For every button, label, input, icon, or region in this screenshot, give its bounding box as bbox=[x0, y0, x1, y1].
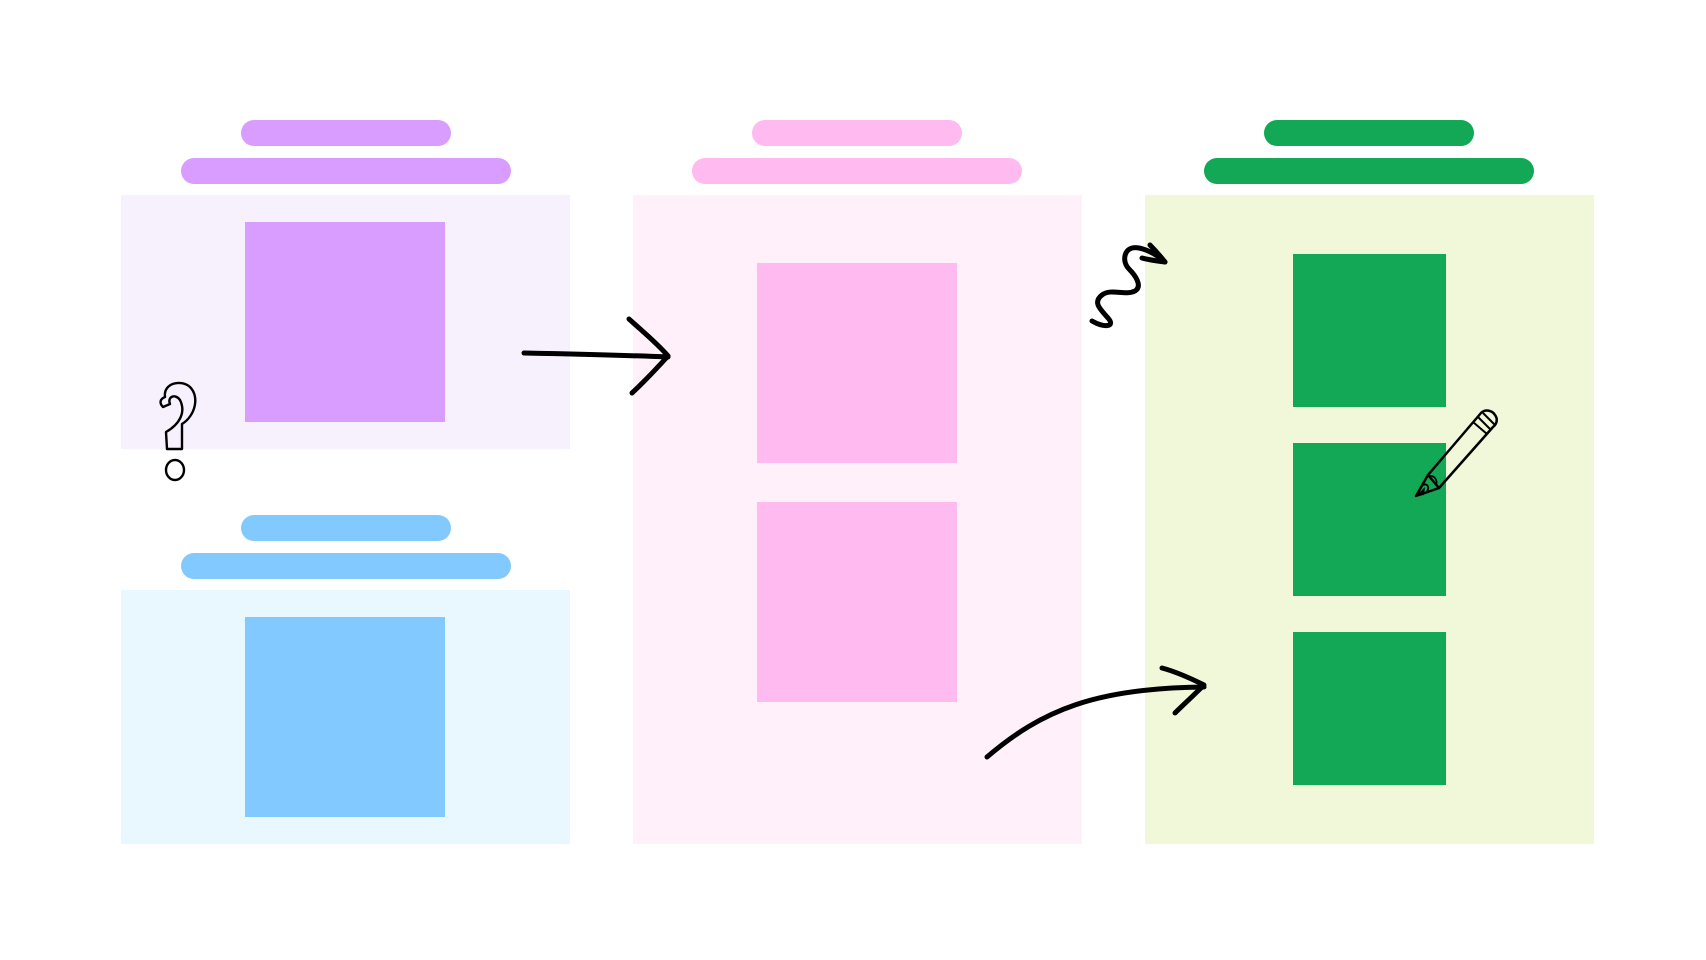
blue-sticky-note[interactable] bbox=[245, 617, 445, 817]
pink-subtitle-placeholder bbox=[692, 158, 1022, 184]
blue-subtitle-placeholder bbox=[181, 553, 511, 579]
purple-subtitle-placeholder bbox=[181, 158, 511, 184]
pink-title-placeholder bbox=[752, 120, 962, 146]
green-title-placeholder bbox=[1264, 120, 1474, 146]
green-subtitle-placeholder bbox=[1204, 158, 1534, 184]
squiggle-arrow-icon[interactable] bbox=[1085, 240, 1170, 335]
pink-sticky-note-1[interactable] bbox=[757, 263, 957, 463]
question-mark-icon[interactable] bbox=[150, 380, 210, 485]
pencil-icon[interactable] bbox=[1405, 405, 1505, 510]
curved-arrow-icon[interactable] bbox=[980, 660, 1220, 765]
blue-title-placeholder bbox=[241, 515, 451, 541]
green-sticky-note-2[interactable] bbox=[1293, 443, 1446, 596]
green-sticky-note-1[interactable] bbox=[1293, 254, 1446, 407]
pink-sticky-note-2[interactable] bbox=[757, 502, 957, 702]
straight-arrow-icon[interactable] bbox=[520, 315, 675, 400]
purple-sticky-note[interactable] bbox=[245, 222, 445, 422]
green-sticky-note-3[interactable] bbox=[1293, 632, 1446, 785]
purple-title-placeholder bbox=[241, 120, 451, 146]
